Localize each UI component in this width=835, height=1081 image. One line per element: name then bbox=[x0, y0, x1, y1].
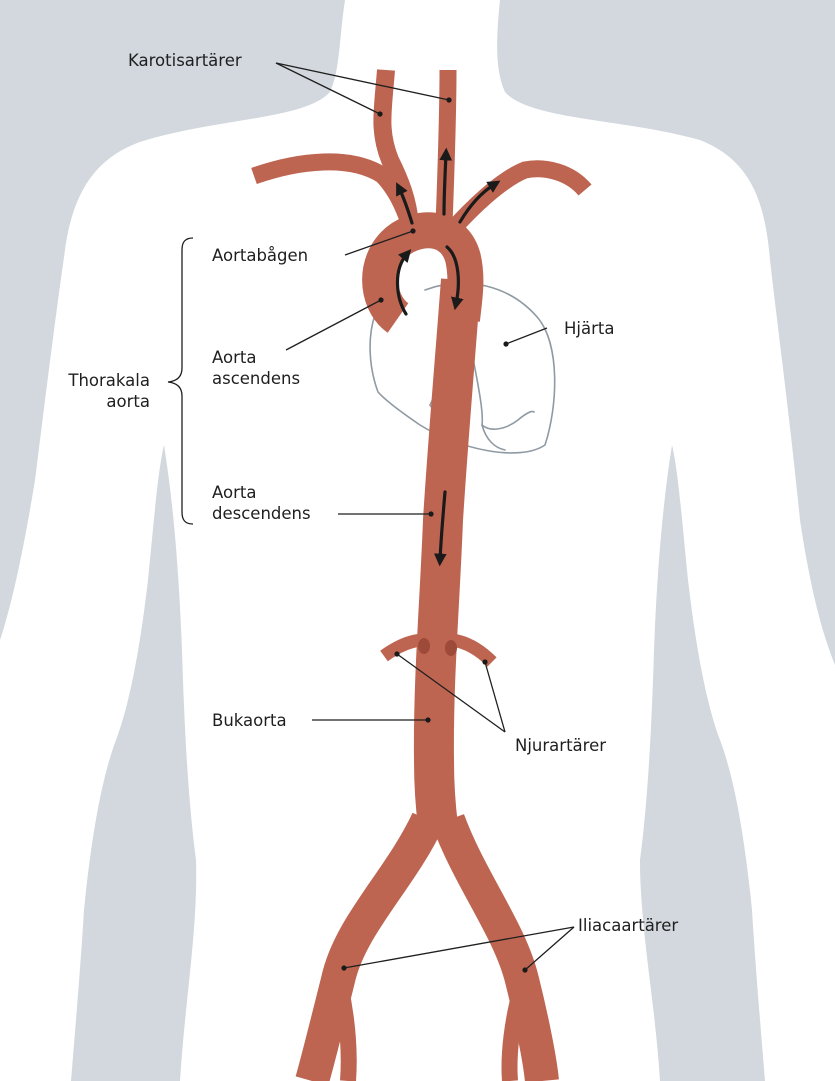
dot-iliaca-right bbox=[522, 967, 527, 972]
dot-hjarta bbox=[503, 341, 508, 346]
label-descendens-line-2: descendens bbox=[212, 503, 311, 524]
dot-ascendens bbox=[378, 297, 383, 302]
label-thorakala-line-2: aorta bbox=[40, 391, 150, 412]
dot-aortabagen bbox=[410, 228, 415, 233]
label-aorta-ascendens: Aorta ascendens bbox=[212, 347, 300, 389]
label-thorakala-line-1: Thorakala bbox=[40, 370, 150, 391]
left-iliac-inner-branch bbox=[340, 985, 349, 1081]
label-karotisartarer: Karotisartärer bbox=[128, 50, 242, 71]
label-bukaorta: Bukaorta bbox=[212, 710, 287, 731]
label-descendens-line-1: Aorta bbox=[212, 482, 311, 503]
label-njurartarer: Njurartärer bbox=[515, 735, 606, 756]
dot-karotis-right bbox=[446, 97, 451, 102]
label-thorakala-aorta: Thorakala aorta bbox=[40, 370, 150, 412]
dot-bukaorta bbox=[425, 717, 430, 722]
label-aorta-descendens: Aorta descendens bbox=[212, 482, 311, 524]
left-renal-shade bbox=[418, 638, 430, 654]
label-ascendens-line-1: Aorta bbox=[212, 347, 300, 368]
dot-iliaca-left bbox=[341, 965, 346, 970]
right-renal-shade bbox=[445, 640, 457, 656]
label-aortabagen: Aortabågen bbox=[212, 245, 308, 266]
dot-njur-right bbox=[482, 659, 487, 664]
label-ascendens-line-2: ascendens bbox=[212, 368, 300, 389]
dot-karotis-left bbox=[377, 111, 382, 116]
label-hjarta: Hjärta bbox=[564, 318, 614, 339]
dot-njur-left bbox=[394, 651, 399, 656]
dot-descendens bbox=[428, 511, 433, 516]
label-iliacaartarer: Iliacaartärer bbox=[578, 915, 678, 936]
